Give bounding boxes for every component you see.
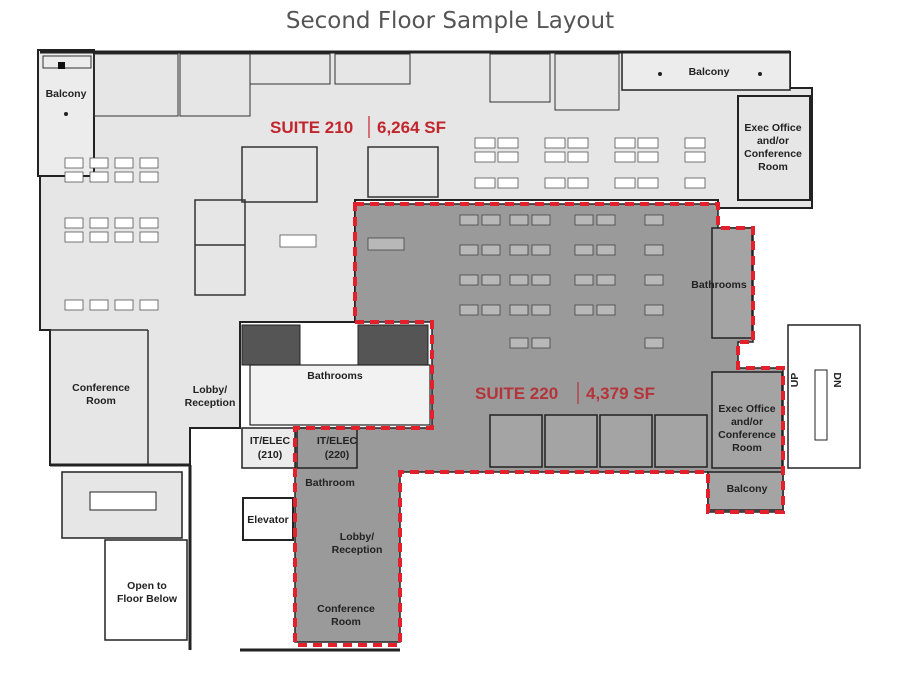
interior-walls-210 xyxy=(50,146,439,465)
suite-220-area: 4,379 SF xyxy=(586,384,655,403)
exec-220-line-2: and/or xyxy=(731,416,763,428)
exec-220-line-4: Room xyxy=(732,442,762,454)
stair-right xyxy=(787,324,861,469)
core-dark-right xyxy=(357,324,429,366)
it-210-line-2: (210) xyxy=(258,449,283,461)
exec-210-line-4: Room xyxy=(758,161,788,173)
bathrooms-center-area xyxy=(249,364,431,426)
it-210-area xyxy=(241,427,296,469)
stair-up-label: UP xyxy=(789,373,801,388)
lobby-220-line-1: Lobby/ xyxy=(340,531,374,543)
it-220-area xyxy=(296,427,358,469)
workstations-210 xyxy=(64,137,706,311)
elevator-area xyxy=(242,497,294,541)
suite-210-name: SUITE 210 xyxy=(270,118,353,137)
bathrooms-center-label: Bathrooms xyxy=(307,370,363,382)
suite-210-area: 6,264 SF xyxy=(377,118,446,137)
it-210-line-1: IT/ELEC xyxy=(250,435,291,447)
suite-220-boundary xyxy=(293,202,785,647)
exec-220-line-3: Conference xyxy=(718,429,776,441)
conference-220-line-1: Conference xyxy=(317,603,375,615)
elevator-label: Elevator xyxy=(247,514,288,526)
balcony-220-label: Balcony xyxy=(727,483,768,495)
stair-dn-label: DN xyxy=(831,372,843,387)
lobby-210-line-2: Reception xyxy=(185,397,236,409)
balcony-left-label: Balcony xyxy=(46,88,87,100)
exec-210-line-1: Exec Office xyxy=(744,122,801,134)
it-220-line-2: (220) xyxy=(325,449,350,461)
open-to-below-area xyxy=(104,539,188,641)
workstations-220 xyxy=(367,214,664,349)
open-below-line-1: Open to xyxy=(127,580,167,592)
core-dark-left xyxy=(241,324,301,366)
lobby-220-line-2: Reception xyxy=(332,544,383,556)
it-220-line-1: IT/ELEC xyxy=(317,435,358,447)
exec-220-line-1: Exec Office xyxy=(718,403,775,415)
top-offices xyxy=(93,53,620,117)
balcony-top-right-label: Balcony xyxy=(689,66,730,78)
suite-220-name: SUITE 220 xyxy=(475,384,558,403)
exec-office-210-area xyxy=(737,95,811,201)
conference-210-line-1: Conference xyxy=(72,382,130,394)
bathroom-small-label: Bathroom xyxy=(305,477,355,489)
lobby-210-line-1: Lobby/ xyxy=(193,384,227,396)
page-title: Second Floor Sample Layout xyxy=(285,8,615,34)
bathrooms-220-label: Bathrooms xyxy=(691,279,747,291)
conference-220-line-2: Room xyxy=(331,616,361,628)
conference-210-line-2: Room xyxy=(86,395,116,407)
outer-walls xyxy=(40,50,790,652)
offices-220 xyxy=(489,227,784,511)
exec-210-line-2: and/or xyxy=(757,135,789,147)
exec-210-line-3: Conference xyxy=(744,148,802,160)
open-below-line-2: Floor Below xyxy=(117,593,178,605)
